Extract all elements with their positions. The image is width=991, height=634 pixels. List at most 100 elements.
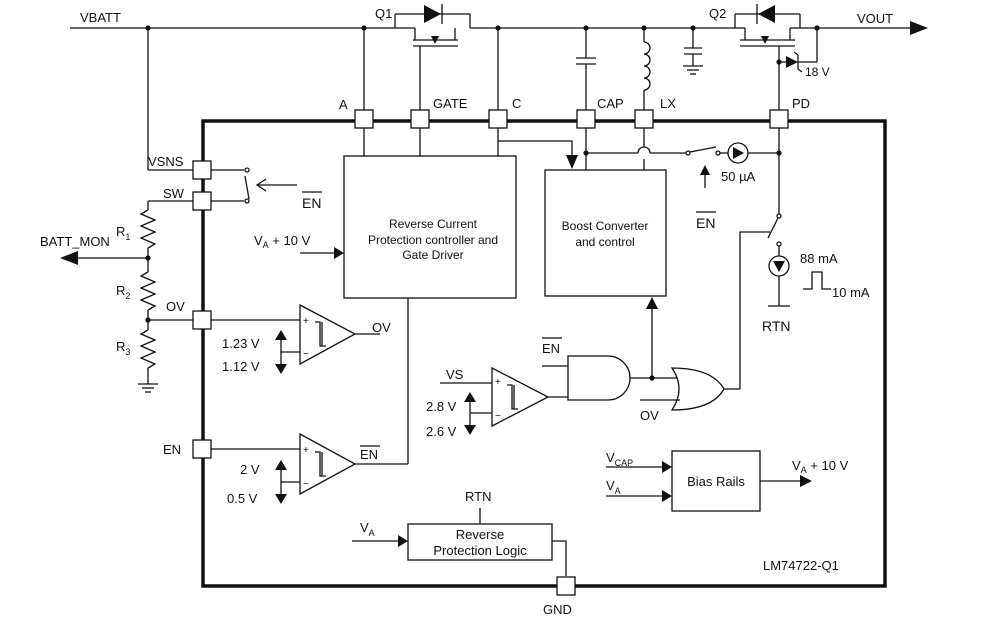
vcap-sub: CAP [615,458,634,468]
ov-comparator: + − OV 1.23 V 1.12 V [222,303,391,374]
svg-text:−: − [303,479,309,490]
pin-gate: GATE [410,96,468,129]
pin-gnd [556,576,576,596]
vs-label: VS [446,367,464,382]
vout-label: VOUT [857,11,893,26]
zener-label: 18 V [805,65,830,79]
rpl-line2: Protection Logic [433,543,527,558]
vsns-wire: VSNS [147,28,212,180]
q1-label: Q1 [375,6,392,21]
svg-text:+: + [303,445,309,456]
or-gate: OV [640,367,740,423]
pin-lx: LX [634,96,676,129]
vout-rail: VOUT [800,11,928,35]
pin-pd: PD [769,96,810,129]
batt-mon-label: BATT_MON [40,234,110,249]
rpl-line1: Reverse [456,527,504,542]
en-output-label: EN [360,447,378,462]
pin-c-label: C [512,96,521,111]
r1-sub: 1 [125,232,130,242]
part-number-label: LM74722-Q1 [763,558,839,573]
pin-a: A [339,28,374,129]
pin-gnd-label: GND [543,602,572,617]
svg-text:VA: VA [606,478,621,496]
q2-label: Q2 [709,6,726,21]
en-bar-and-label: EN [542,341,560,356]
va-bias-v: V [606,478,615,493]
ic-outline [201,119,887,588]
svg-text:VA + 10 V: VA + 10 V [792,458,849,475]
decoupling-capacitor [683,28,703,75]
rcp-line1: Reverse Current [389,217,478,231]
va10-out-rest: + 10 V [807,458,849,473]
va-rpl-sub: A [369,528,375,538]
va-bias-sub: A [615,486,621,496]
threshold-28v-label: 2.8 V [426,399,457,414]
rtn-bottom-label: RTN [465,489,491,504]
svg-text:R3: R3 [116,339,130,357]
r3-label: R [116,339,125,354]
r1-label: R [116,224,125,239]
pin-c: C [488,96,521,129]
va10-out-sub: A [801,465,807,475]
pin-lx-label: LX [660,96,676,111]
threshold-123-label: 1.23 V [222,336,260,351]
q2-mosfet: Q2 [709,4,801,110]
svg-text:−: − [495,411,501,422]
svg-text:VA + 10 V: VA + 10 V [254,233,311,250]
svg-text:VCAP: VCAP [606,450,633,468]
va10-in-sub: A [263,240,269,250]
pin-gate-label: GATE [433,96,468,111]
svg-text:+: + [495,377,501,388]
vs-comparator: + − VS 2.8 V 2.6 V [426,366,568,439]
svg-text:−: − [303,349,309,360]
en-comparator: + − EN 2 V 0.5 V [227,298,409,506]
svg-text:R2: R2 [116,283,130,301]
current-50ua-label: 50 µA [721,169,756,184]
pin-ov [192,310,212,330]
svg-text:R1: R1 [116,224,130,242]
pin-en [192,439,212,459]
pin-en-label: EN [163,442,181,457]
va10-in-rest: + 10 V [269,233,311,248]
rcp-line3: Gate Driver [402,248,463,262]
pin-sw-label: SW [163,186,185,201]
en-bar-pd-label: EN [696,215,715,231]
va10-out-v: V [792,458,801,473]
reverse-current-protection-block [343,155,517,299]
boost-line2: and control [575,235,634,249]
boost-line1: Boost Converter [562,219,649,233]
en-bar-sw-label: EN [302,195,321,211]
pin-ov-label: OV [166,299,185,314]
current-10ma-label: 10 mA [832,285,870,300]
rtn-right-label: RTN [762,318,791,334]
q1-mosfet: Q1 [375,4,501,110]
reverse-protection-logic-block [407,523,553,561]
vbatt-label: VBATT [80,10,121,25]
pin-a-label: A [339,97,348,112]
threshold-26v-label: 2.6 V [426,424,457,439]
zener-diode: 18 V [779,28,830,79]
r3-sub: 3 [125,347,130,357]
svg-text:+: + [303,316,309,327]
vbatt-rail: VBATT [70,10,415,31]
cap-capacitor [576,28,596,110]
vcap-v: V [606,450,615,465]
threshold-2v-label: 2 V [240,462,260,477]
bias-rails-label: Bias Rails [687,474,745,489]
sw-pin: SW [148,186,212,211]
r2-sub: 2 [125,291,130,301]
pin-cap-label: CAP [597,96,624,111]
svg-text:VA: VA [360,520,375,538]
ov-output-label: OV [372,320,391,335]
va-rpl-v: V [360,520,369,535]
pin-vsns-label: VSNS [148,154,184,169]
rcp-line2: Protection controller and [368,233,498,247]
pin-cap: CAP [576,96,624,129]
c-rail [498,25,735,31]
pin-pd-label: PD [792,96,810,111]
resistor-divider: R1 R2 R3 BATT_MON [40,201,193,393]
ov-or-label: OV [640,408,659,423]
threshold-112-label: 1.12 V [222,359,260,374]
